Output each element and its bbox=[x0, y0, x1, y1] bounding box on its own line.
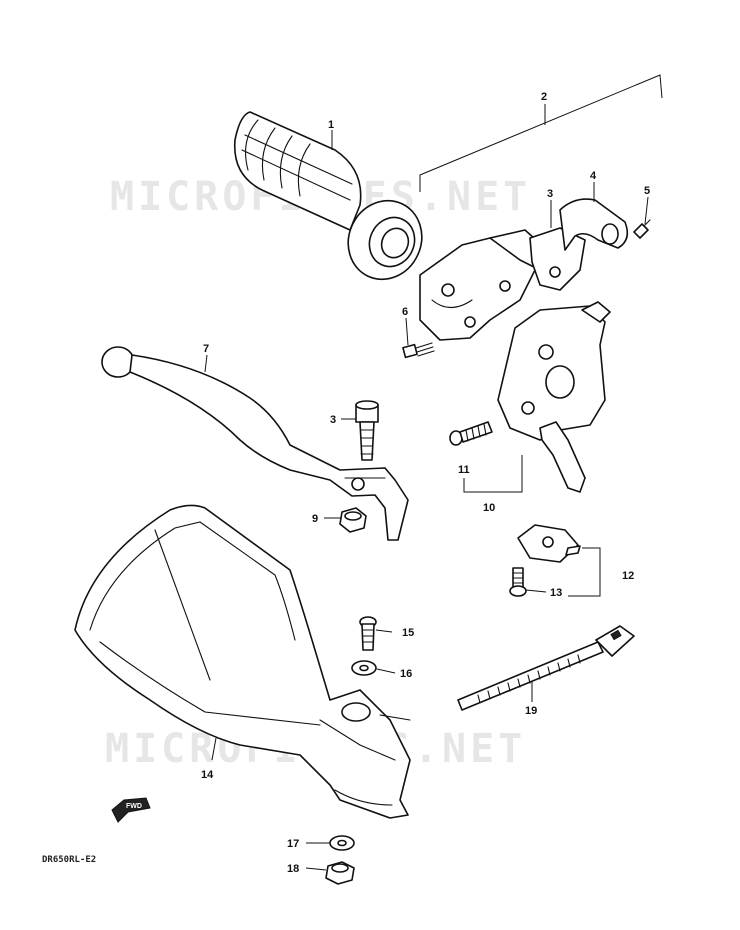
cable-guide-part[interactable] bbox=[559, 198, 629, 251]
label-part-16: 16 bbox=[400, 668, 412, 680]
switch-part-12[interactable] bbox=[517, 524, 581, 563]
washer-part-16[interactable] bbox=[351, 660, 377, 676]
diagram-code: DR650RL-E2 bbox=[42, 855, 96, 865]
handguard-part[interactable] bbox=[74, 504, 411, 819]
screw-part-13[interactable] bbox=[509, 567, 527, 597]
screw-part-6[interactable] bbox=[402, 342, 435, 359]
label-part-9: 9 bbox=[312, 513, 318, 525]
label-part-12: 12 bbox=[622, 570, 634, 582]
label-part-14: 14 bbox=[201, 769, 214, 781]
label-part-13: 13 bbox=[550, 587, 562, 599]
fwd-arrow-icon: FWD bbox=[111, 797, 151, 823]
nut-part-18[interactable] bbox=[325, 861, 355, 885]
label-part-2: 2 bbox=[541, 91, 547, 103]
label-part-4: 4 bbox=[590, 170, 597, 182]
label-part-3-upper: 3 bbox=[547, 188, 553, 200]
cable-tie-part[interactable] bbox=[457, 625, 635, 711]
label-part-6: 6 bbox=[402, 306, 408, 318]
label-part-15: 15 bbox=[402, 627, 414, 639]
pivot-bolt-part[interactable] bbox=[355, 400, 379, 461]
label-part-3-lower: 3 bbox=[330, 414, 336, 426]
bracket-10 bbox=[463, 455, 523, 493]
svg-text:FWD: FWD bbox=[126, 803, 142, 810]
label-part-19: 19 bbox=[525, 705, 537, 717]
housing-cap-part[interactable] bbox=[529, 227, 586, 291]
throttle-grip-part[interactable] bbox=[233, 111, 435, 291]
screw-part-11[interactable] bbox=[449, 421, 493, 446]
clutch-lever-part[interactable] bbox=[101, 346, 409, 541]
washer-part-17[interactable] bbox=[329, 835, 355, 851]
label-part-5: 5 bbox=[644, 185, 650, 197]
switch-assembly-part[interactable] bbox=[497, 301, 611, 493]
bracket-2 bbox=[419, 74, 663, 192]
label-part-17: 17 bbox=[287, 838, 299, 850]
label-part-11: 11 bbox=[458, 464, 470, 476]
label-part-1: 1 bbox=[328, 119, 334, 131]
label-part-7: 7 bbox=[203, 343, 209, 355]
nut-part-9[interactable] bbox=[339, 507, 367, 533]
label-part-18: 18 bbox=[287, 863, 299, 875]
screw-part-5[interactable] bbox=[633, 219, 651, 239]
label-part-10: 10 bbox=[483, 502, 495, 514]
bracket-12 bbox=[568, 547, 601, 597]
bolt-part-15[interactable] bbox=[359, 616, 377, 651]
